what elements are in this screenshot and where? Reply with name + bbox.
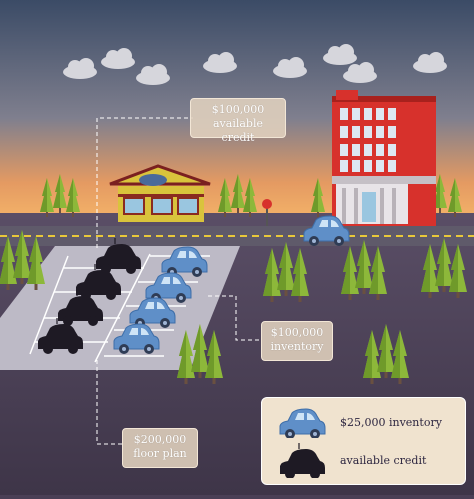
office-tower bbox=[332, 90, 436, 226]
connector-inventory bbox=[208, 295, 262, 341]
available-credit-amount: $100,000 bbox=[211, 103, 265, 116]
legend-blue-car-label: $25,000 inventory bbox=[340, 416, 442, 429]
inventory-caption: inventory bbox=[270, 340, 324, 353]
callout-available-credit: $100,000 available credit bbox=[190, 98, 286, 144]
legend-blue-car-icon bbox=[279, 408, 326, 438]
floor-plan-caption: floor plan bbox=[133, 447, 187, 460]
floor-plan-amount: $200,000 bbox=[133, 433, 187, 446]
available-credit-caption: available credit bbox=[213, 117, 263, 144]
dealership-building bbox=[109, 164, 211, 222]
road-sign bbox=[262, 199, 272, 226]
connector-floor-plan bbox=[96, 360, 122, 445]
legend: $25,000 inventory available credit bbox=[261, 397, 466, 485]
legend-black-car-icon bbox=[279, 442, 326, 478]
road bbox=[0, 226, 474, 246]
callout-inventory: $100,000 inventory bbox=[261, 321, 333, 361]
callout-floor-plan: $200,000 floor plan bbox=[122, 428, 198, 468]
connector-available-credit bbox=[96, 117, 193, 248]
inventory-amount: $100,000 bbox=[270, 326, 324, 339]
legend-black-car-label: available credit bbox=[340, 454, 427, 467]
